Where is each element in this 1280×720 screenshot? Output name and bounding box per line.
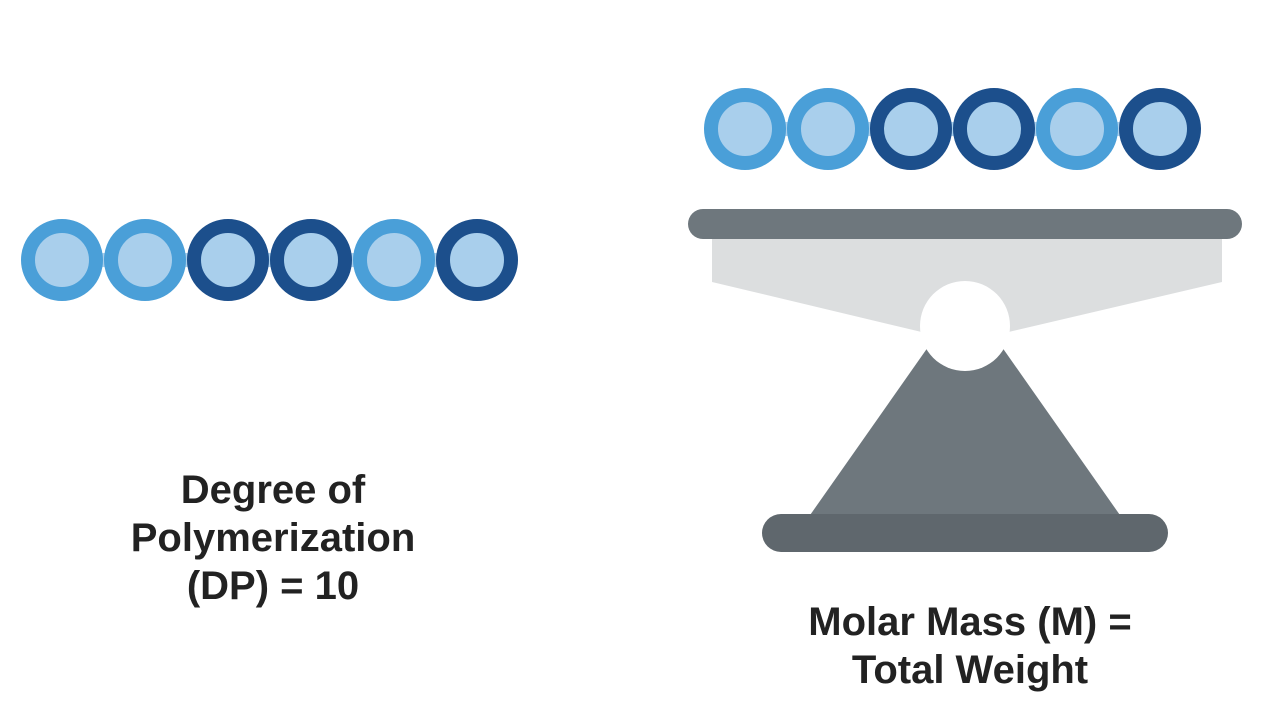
degree-of-polymerization-label: Degree of Polymerization (DP) = 10 [90,466,456,610]
balance-scale-icon [688,209,1242,552]
scale-base [762,514,1168,552]
monomer-bead-dark [953,88,1035,170]
scale-stand [808,330,1122,518]
polymer-chain-on-scale [704,88,1201,170]
monomer-bead-dark [187,219,269,301]
monomer-bead-light [21,219,103,301]
dp-label-line-2: Polymerization [130,516,416,560]
monomer-bead-light [353,219,435,301]
monomer-bead-light [1036,88,1118,170]
dp-label-line-3: (DP) = 10 [186,564,360,608]
polymer-chain-left [21,219,518,301]
molar-mass-label: Molar Mass (M) = Total Weight [770,598,1170,694]
scale-pivot [920,281,1010,371]
monomer-bead-dark [870,88,952,170]
monomer-bead-dark [270,219,352,301]
monomer-bead-light [704,88,786,170]
monomer-bead-dark [1119,88,1201,170]
monomer-bead-light [787,88,869,170]
dp-label-line-1: Degree of [180,468,366,512]
mm-label-line-1: Molar Mass (M) = [808,600,1132,644]
scale-plate [688,209,1242,239]
monomer-bead-light [104,219,186,301]
mm-label-line-2: Total Weight [851,648,1089,692]
monomer-bead-dark [436,219,518,301]
